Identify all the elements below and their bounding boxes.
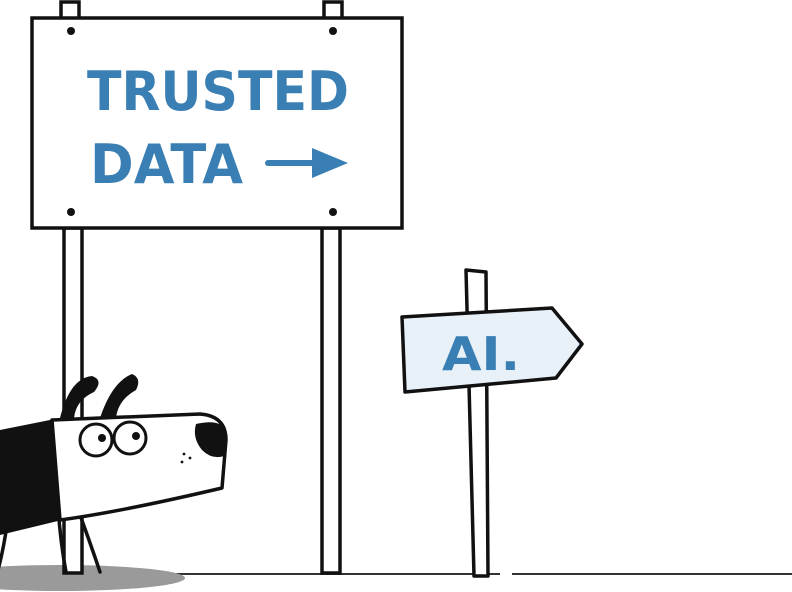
whisker-dot: [180, 460, 184, 464]
dog-pupil: [132, 432, 140, 440]
big-sign-board: [30, 16, 404, 230]
dog-body-patch: [0, 418, 62, 535]
big-sign-line1: TRUSTED: [87, 60, 349, 123]
big-sign: TRUSTED DATA: [30, 16, 404, 230]
bolt: [67, 208, 75, 216]
dog-leg: [78, 513, 102, 574]
dog-eye: [78, 422, 114, 458]
dog-shadow: [0, 565, 185, 591]
small-sign-label: AI.: [442, 327, 520, 381]
right-arrow-icon: [265, 148, 348, 178]
dog-eye: [112, 420, 148, 456]
whisker-dot: [188, 456, 192, 460]
bolt: [329, 208, 337, 216]
small-sign: AI.: [400, 306, 584, 394]
dog-pupil: [98, 434, 106, 442]
dog-nose: [194, 422, 226, 458]
small-sign-board: [400, 306, 584, 394]
dog-ear: [60, 376, 99, 418]
whisker-dot: [182, 452, 186, 456]
bolt: [329, 27, 337, 35]
dog-cartoon: [0, 374, 228, 574]
bolt: [67, 27, 75, 35]
big-sign-line2: DATA: [90, 133, 243, 196]
dog-ear: [100, 374, 139, 418]
